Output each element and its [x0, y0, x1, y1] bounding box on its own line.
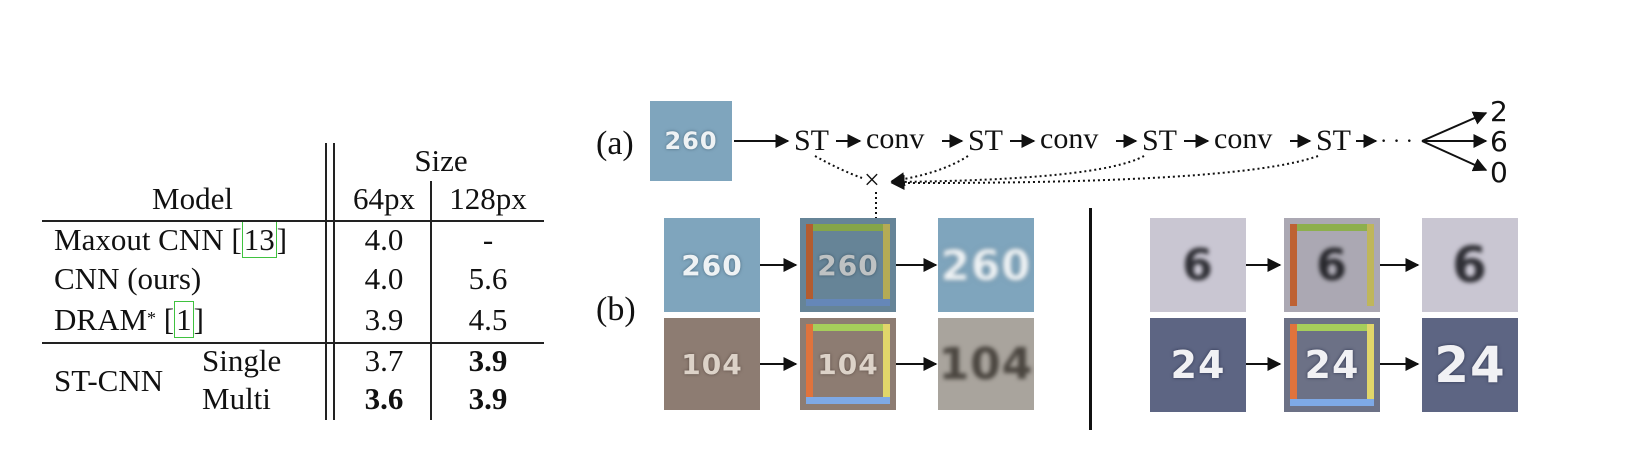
- st-module: ST: [1316, 124, 1352, 157]
- row-maxout-model: Maxout CNN [13]: [54, 221, 288, 258]
- header-size: Size: [414, 143, 468, 178]
- st-module: ST: [968, 124, 1004, 157]
- model-footnote-mark: *: [147, 308, 157, 328]
- table-double-rule: [333, 143, 335, 420]
- results-table: Size Model 64px 128px Maxout CNN [13] 4.…: [0, 0, 600, 464]
- b-input-image: 260: [664, 218, 760, 312]
- row-cnn-64: 4.0: [364, 261, 404, 296]
- row-single-64: 3.7: [364, 343, 404, 378]
- conv-module: conv: [1214, 122, 1273, 155]
- panel-label-b: (b): [596, 291, 636, 328]
- b-input-image: 6: [1150, 218, 1246, 312]
- row-maxout-64: 4.0: [364, 222, 404, 257]
- st-module: ST: [1142, 124, 1178, 157]
- conv-module: conv: [866, 122, 925, 155]
- row-cnn-128: 5.6: [468, 261, 508, 296]
- table-double-rule: [325, 143, 327, 420]
- b-input-image: 24: [1150, 318, 1246, 412]
- row-stcnn-model: ST-CNN: [54, 363, 164, 398]
- b-input-image: 104: [664, 318, 760, 410]
- conv-module: conv: [1040, 122, 1099, 155]
- output-digit: 6: [1490, 125, 1508, 158]
- row-dram-model: DRAM* [1]: [54, 301, 204, 338]
- table-rule: [42, 220, 544, 222]
- row-dram-64: 3.9: [364, 302, 404, 337]
- header-128px: 128px: [449, 181, 527, 216]
- st-module: ST: [794, 124, 830, 157]
- b-transformed-box-image: 6: [1284, 218, 1380, 312]
- b-output-image: 6: [1422, 218, 1518, 312]
- table-rule: [42, 342, 544, 344]
- table-column-rule: [430, 181, 432, 420]
- row-multi-128: 3.9: [468, 381, 508, 416]
- row-multi-64: 3.6: [364, 381, 404, 416]
- dotted-st4-to-multiply: [890, 155, 1319, 191]
- arrow-to-output-2: [1421, 111, 1488, 142]
- citation-link[interactable]: 1: [174, 301, 194, 338]
- b-output-image: 260: [938, 218, 1034, 312]
- b-transformed-box-image: 24: [1284, 318, 1380, 412]
- dotted-st1-to-multiply: [814, 155, 863, 179]
- b-output-image: 104: [938, 318, 1034, 410]
- b-output-image: 24: [1422, 318, 1518, 412]
- arrow-to-output-0: [1421, 140, 1488, 172]
- dotted-st3-to-multiply: [890, 155, 1145, 189]
- row-cnn-model: CNN (ours): [54, 261, 202, 296]
- output-digit: 2: [1490, 95, 1508, 128]
- row-stcnn-multi-label: Multi: [202, 381, 271, 416]
- citation-link[interactable]: 13: [241, 221, 277, 258]
- output-digit: 0: [1490, 156, 1508, 189]
- multiply-node: ×: [864, 165, 880, 196]
- row-maxout-128: -: [482, 222, 494, 257]
- ellipsis: · · ·: [1380, 128, 1413, 153]
- panel-divider: [1089, 208, 1092, 430]
- row-single-128: 3.9: [468, 343, 508, 378]
- input-image-a: 260: [650, 101, 732, 181]
- panel-label-a: (a): [596, 125, 634, 162]
- model-name: DRAM: [54, 302, 148, 337]
- header-model: Model: [152, 181, 233, 216]
- b-transformed-box-image: 260: [800, 218, 896, 312]
- model-name: Maxout CNN: [54, 222, 224, 257]
- row-stcnn-single-label: Single: [202, 343, 282, 378]
- header-64px: 64px: [353, 181, 415, 216]
- spatial-transformer-figure: (a) (b) 260 ST conv ST conv ST conv ST ·…: [596, 0, 1626, 464]
- b-transformed-box-image: 104: [800, 318, 896, 410]
- dotted-st2-to-multiply: [890, 155, 969, 187]
- row-dram-128: 4.5: [468, 302, 508, 337]
